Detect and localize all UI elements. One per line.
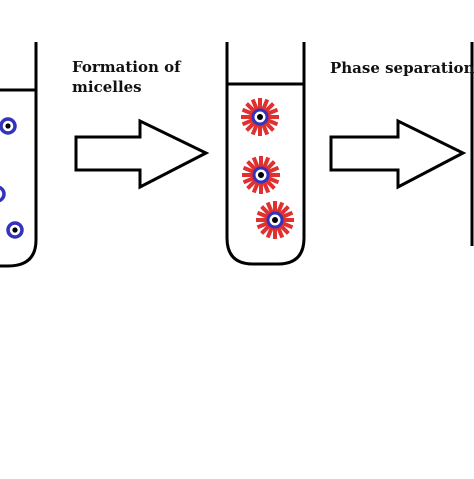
test-tube-icon: [225, 42, 306, 266]
micelle-icon: [239, 96, 281, 138]
test-tube-left: [0, 42, 38, 268]
formation-label-line1: Formation of: [72, 58, 181, 76]
test-tube-middle: [225, 42, 306, 266]
arrow-right-icon: [74, 118, 210, 190]
particle-icon: [6, 221, 24, 239]
micelle-icon: [254, 199, 296, 241]
particle-icon: [0, 117, 17, 135]
micelle-icon: [240, 154, 282, 196]
phase-separation-label: Phase separation: [330, 59, 474, 77]
test-tube-icon: [0, 42, 38, 268]
particle-icon: [0, 185, 6, 203]
formation-label-line2: micelles: [72, 78, 142, 96]
arrow-right-icon: [329, 118, 467, 190]
